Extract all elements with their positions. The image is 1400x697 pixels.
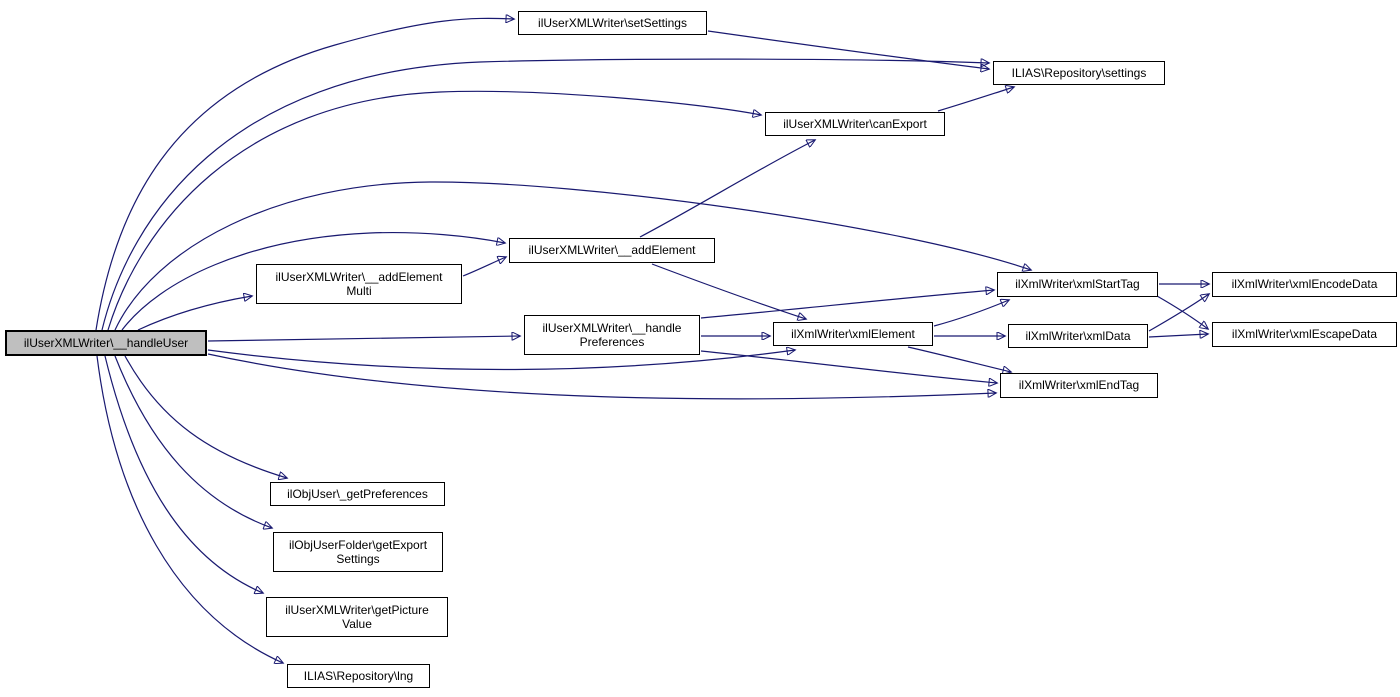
edge-handleUser-settings [101, 59, 989, 331]
node-settings[interactable]: ILIAS\Repository\settings [993, 61, 1165, 85]
node-xmlEncodeData[interactable]: ilXmlWriter\xmlEncodeData [1212, 272, 1397, 297]
edge-handleUser-getPictureValue [104, 355, 263, 593]
edge-xmlStartTag-xmlEscapeData [1156, 295, 1208, 329]
edge-handleUser-lng [96, 355, 283, 663]
edge-setSettings-settings [707, 30, 989, 69]
node-xmlEscapeData[interactable]: ilXmlWriter\xmlEscapeData [1212, 322, 1397, 347]
edge-handleUser-handlePreferences [207, 336, 520, 342]
node-getPreferences[interactable]: ilObjUser\_getPreferences [270, 482, 445, 506]
edge-handleUser-xmlElement [207, 350, 795, 371]
edge-handleUser-addElementMulti [137, 296, 252, 331]
edge-handlePreferences-xmlStartTag [700, 290, 994, 319]
node-addElement[interactable]: ilUserXMLWriter\__addElement [509, 238, 715, 263]
edge-handleUser-getPreferences [124, 355, 287, 478]
edge-addElementMulti-addElement [462, 257, 506, 277]
node-getPictureValue[interactable]: ilUserXMLWriter\getPicture Value [266, 597, 448, 637]
edge-addElement-xmlElement [651, 263, 806, 319]
node-xmlElement[interactable]: ilXmlWriter\xmlElement [773, 322, 933, 346]
edge-handleUser-canExport [107, 90, 761, 331]
node-xmlData[interactable]: ilXmlWriter\xmlData [1008, 324, 1148, 348]
edge-xmlElement-xmlEndTag [907, 346, 1011, 372]
edge-xmlData-xmlEncodeData [1148, 294, 1209, 332]
edge-xmlData-xmlEscapeData [1148, 334, 1208, 337]
node-addElementMulti[interactable]: ilUserXMLWriter\__addElement Multi [256, 264, 462, 304]
edge-handleUser-setSettings [95, 18, 514, 331]
node-xmlStartTag[interactable]: ilXmlWriter\xmlStartTag [997, 272, 1158, 297]
node-setSettings[interactable]: ilUserXMLWriter\setSettings [518, 11, 707, 35]
node-canExport[interactable]: ilUserXMLWriter\canExport [765, 112, 945, 136]
edge-addElement-canExport [639, 140, 815, 238]
node-handlePreferences[interactable]: ilUserXMLWriter\__handle Preferences [524, 315, 700, 355]
edge-handleUser-xmlStartTag [114, 181, 1031, 331]
edge-handleUser-xmlEndTag [207, 353, 996, 400]
node-xmlEndTag[interactable]: ilXmlWriter\xmlEndTag [1000, 373, 1158, 398]
node-handleUser[interactable]: ilUserXMLWriter\__handleUser [5, 330, 207, 356]
node-getExportSettings[interactable]: ilObjUserFolder\getExport Settings [273, 532, 443, 572]
edge-handlePreferences-xmlEndTag [700, 350, 997, 383]
edge-xmlElement-xmlStartTag [933, 300, 1009, 327]
edge-handleUser-getExportSettings [114, 355, 272, 528]
edge-canExport-settings [937, 87, 1014, 112]
edge-handleUser-addElement [121, 231, 505, 331]
node-lng[interactable]: ILIAS\Repository\lng [287, 664, 430, 688]
